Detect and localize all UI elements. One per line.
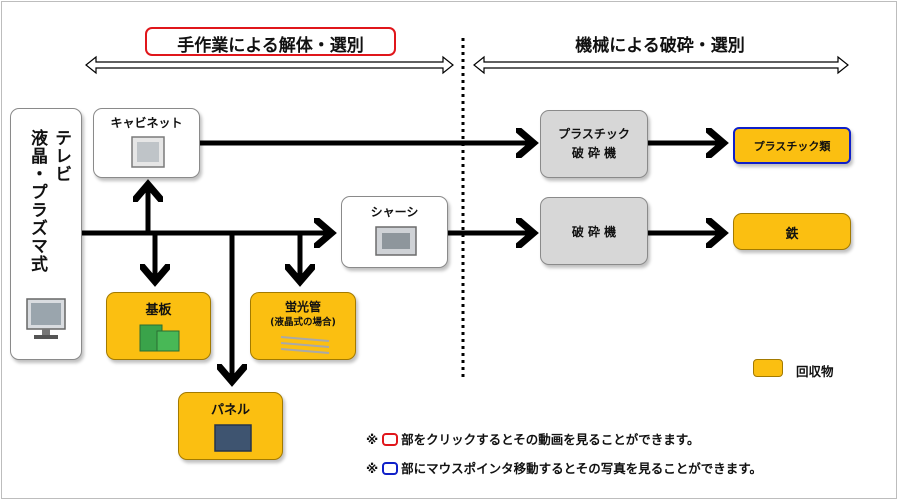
chassis-box[interactable]: シャーシ [341,196,448,268]
crusher-label: 破 砕 機 [571,225,617,239]
legend-swatch [753,359,783,377]
note-video: ※ 部をクリックするとその動画を見ることができます。 [366,429,700,448]
machine-range-arrow [473,55,849,75]
fluorescent-image [280,336,330,354]
plastic-crusher-label-line1: プラスチック [558,127,630,141]
cabinet-label: キャビネット [110,116,183,130]
note-video-text: 部をクリックするとその動画を見ることができます。 [401,432,700,447]
board-image [139,324,180,352]
panel-label: パネル [210,403,250,418]
chassis-image [375,226,417,256]
panel-box[interactable]: パネル [178,392,283,460]
plastics-label: プラスチック類 [753,140,831,153]
source-tv-box: テレビ 液晶・プラズマ式 [10,108,82,360]
chassis-label: シャーシ [370,205,419,219]
iron-label: 鉄 [785,227,799,242]
tv-image [26,298,66,339]
plastics-box[interactable]: プラスチック類 [733,127,851,164]
note-photo-blue-swatch [382,462,399,475]
panel-image [214,424,252,452]
board-label: 基板 [145,303,172,318]
note-video-mark: ※ [366,432,379,447]
manual-section-title[interactable]: 手作業による解体・選別 [177,36,364,56]
cabinet-image [131,136,165,168]
note-photo: ※ 部にマウスポインタ移動するとその写真を見ることができます。 [366,458,762,477]
manual-range-arrow [85,55,454,75]
manual-title-video-link[interactable] [145,27,396,56]
note-photo-text: 部にマウスポインタ移動するとその写真を見ることができます。 [401,461,763,476]
fluorescent-note: (液晶式の場合) [270,317,336,328]
plastic-crusher-box[interactable]: プラスチック 破 砕 機 [540,110,648,178]
fluorescent-box[interactable]: 蛍光管 (液晶式の場合) [250,292,356,360]
note-video-red-swatch [382,433,399,446]
crusher-box[interactable]: 破 砕 機 [540,197,648,265]
legend-label: 回収物 [796,364,834,379]
fluorescent-label: 蛍光管 [284,300,321,314]
plastic-crusher-label-line2: 破 砕 機 [571,146,617,160]
note-photo-mark: ※ [366,461,379,476]
source-label-line2: 液晶・プラズマ式 [27,129,47,273]
machine-section-title: 機械による破砕・選別 [575,36,745,56]
source-label-line1: テレビ [51,129,71,183]
iron-box[interactable]: 鉄 [733,213,851,250]
cabinet-box[interactable]: キャビネット [93,108,200,178]
board-box[interactable]: 基板 [106,292,211,360]
